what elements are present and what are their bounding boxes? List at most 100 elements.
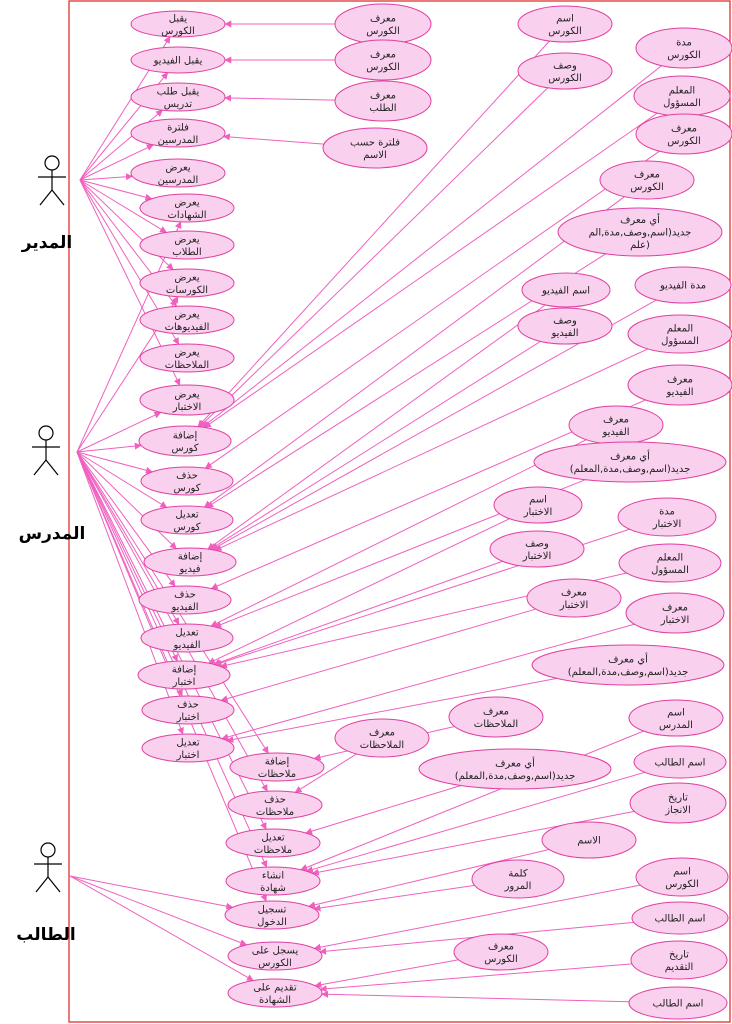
use-case-label: الكورس xyxy=(161,26,195,37)
attribute-edge xyxy=(199,87,549,428)
attribute-edge xyxy=(221,623,635,741)
attribute-label: المعلم xyxy=(669,85,695,96)
use-case-label: يقبل xyxy=(169,13,188,24)
attribute-edge xyxy=(210,439,587,627)
actor-edge xyxy=(76,442,142,453)
use-case-label: الملاحظات xyxy=(165,360,209,371)
attribute-label: معرف xyxy=(370,49,396,60)
use-case-label: اختبار xyxy=(176,712,200,723)
attribute-label: أي معرف xyxy=(610,449,650,462)
attribute-label: وصف xyxy=(525,538,549,549)
use-case-label: يعرض xyxy=(174,234,199,245)
attribute-oval xyxy=(541,821,637,859)
actor-leg xyxy=(51,189,65,206)
use-case-label: الكورس xyxy=(258,958,292,969)
attribute-oval xyxy=(625,592,725,634)
attribute-label: فلترة حسب xyxy=(350,137,400,148)
attribute-label: المسؤول xyxy=(651,565,689,576)
use-case-oval xyxy=(227,941,323,971)
attribute-a12: اسم الفيديو xyxy=(521,272,611,308)
use-case-label: تسجيل xyxy=(258,904,287,915)
use-case-oval xyxy=(130,158,226,188)
use-case-label: تدريس xyxy=(164,99,193,110)
attribute-oval xyxy=(631,901,729,935)
use-case-label: إضافة xyxy=(265,756,290,767)
attribute-label: اسم الفيديو xyxy=(541,286,590,297)
actor-edge xyxy=(76,221,182,453)
attribute-oval xyxy=(334,718,430,758)
use-case-label: المدرسين xyxy=(158,175,199,186)
use-case-label: إضافة xyxy=(178,551,203,562)
actor-leg xyxy=(33,459,47,476)
system-boundary xyxy=(68,0,731,1023)
attribute-label: الكورس xyxy=(667,50,701,61)
attribute-a30: اسم الطالب xyxy=(633,745,727,779)
use-case-oval xyxy=(224,900,320,930)
use-case-label: يعرض xyxy=(174,309,199,320)
attribute-a38: اسم الطالب xyxy=(628,986,728,1020)
use-case-label: فيديو xyxy=(179,564,201,575)
use-case-label: يقبل طلب xyxy=(157,86,200,97)
attribute-a13: مدة الفيديو xyxy=(634,266,732,304)
attribute-oval xyxy=(533,441,727,483)
attribute-oval xyxy=(634,266,732,304)
attribute-label: جديد(اسم,وصف,مدة,المعلم) xyxy=(570,464,691,475)
attribute-edge xyxy=(305,785,462,835)
use-case-label: الفيديو xyxy=(170,602,198,613)
attribute-edge xyxy=(203,196,625,508)
use-case-label: انشاء xyxy=(262,870,284,881)
attribute-label: معرف xyxy=(634,169,660,180)
actor-edge xyxy=(79,179,153,201)
attribute-label: معرف xyxy=(370,13,396,24)
attribute-edge xyxy=(311,810,635,876)
actor-edge xyxy=(79,173,133,181)
use-case-label: حذف xyxy=(174,589,196,600)
use-case-label: ملاحظات xyxy=(254,845,292,856)
attribute-oval xyxy=(627,314,732,354)
actor-student: الطالب xyxy=(16,842,76,945)
attribute-label: الاختبار xyxy=(660,615,690,626)
attribute-label: التقديم xyxy=(665,962,694,973)
attribute-oval xyxy=(334,80,432,122)
use-case-label: حذف xyxy=(264,794,286,805)
attribute-label: الكورس xyxy=(667,136,701,147)
use-case-label: يعرض xyxy=(174,389,199,400)
use-case-oval xyxy=(137,660,231,690)
attribute-label: الفيديو xyxy=(550,328,578,339)
attribute-label: معرف xyxy=(671,123,697,134)
attribute-oval xyxy=(635,857,729,897)
actor-edge xyxy=(69,875,254,982)
attribute-oval xyxy=(635,113,732,155)
use-case-label: الدخول xyxy=(257,917,287,928)
use-case-label: كورس xyxy=(174,483,201,494)
attribute-label: الاختبار xyxy=(522,551,552,562)
actor-label: المدرس xyxy=(19,524,86,544)
attribute-edge xyxy=(314,959,459,989)
attribute-label: معرف xyxy=(603,414,629,425)
actor-edge xyxy=(76,451,153,474)
use-case-oval xyxy=(225,866,321,896)
use-case-oval xyxy=(138,585,232,615)
attribute-oval xyxy=(517,307,613,345)
